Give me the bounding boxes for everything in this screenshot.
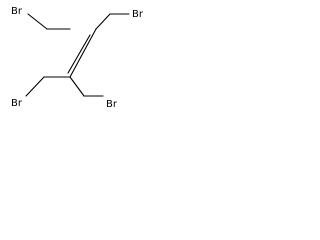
- bond-c2-ch2-right: [69, 76, 85, 97]
- atom-label-br-top-right: Br: [132, 9, 144, 20]
- atom-label-br-top-left: Br: [11, 6, 23, 17]
- bond-c1-c2-single: [69, 28, 97, 78]
- atom-label-br-bottom-left: Br: [11, 98, 23, 109]
- atom-label-br-bottom-right: Br: [106, 99, 118, 110]
- bond-c1-ch2-top-right: [95, 13, 111, 30]
- bond-c1-c2-double: [67, 34, 91, 74]
- bond-br-ch2-top-left: [27, 13, 48, 30]
- bond-ch2-br-bottom-left: [25, 76, 45, 97]
- chemical-structure-diagram: Br Br Br Br: [11, 6, 144, 110]
